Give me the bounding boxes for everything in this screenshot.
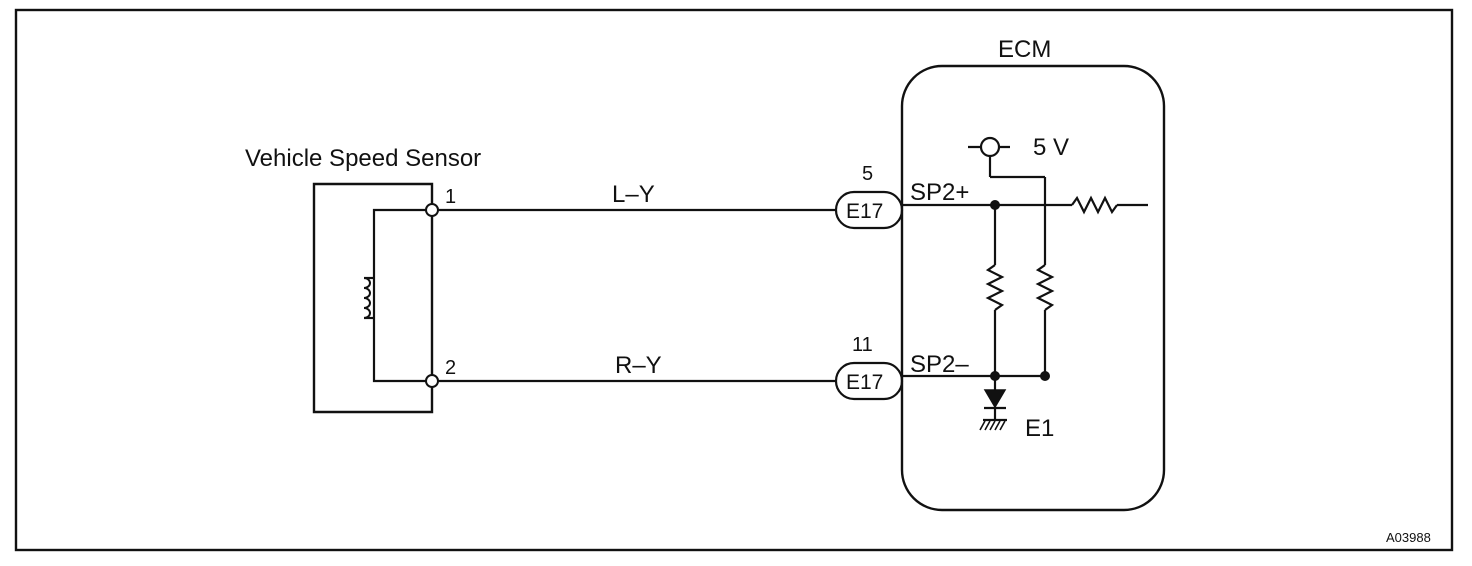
ecm-terminal-sp2-plus: SP2+	[910, 179, 969, 206]
ecm-terminal-sp2-minus: SP2–	[910, 351, 969, 378]
diode-icon	[983, 389, 1007, 409]
voltage-source-icon	[979, 136, 1001, 158]
ground-label: E1	[1025, 415, 1054, 442]
sensor-pin-1: 1	[445, 186, 456, 208]
ecm-box	[900, 64, 1166, 512]
figure-id: A03988	[1386, 530, 1431, 545]
ecm-circuit	[902, 136, 1148, 431]
sensor-terminal-1	[425, 203, 439, 217]
sensor-pin-2: 2	[445, 357, 456, 379]
resistor-series	[1071, 195, 1118, 215]
connector-label-lower: E17	[846, 371, 883, 394]
resistor-pull-right	[1035, 264, 1055, 311]
ground-icon	[979, 418, 1007, 431]
supply-voltage-label: 5 V	[1033, 134, 1069, 161]
sensor-title: Vehicle Speed Sensor	[245, 145, 481, 172]
ecm-title: ECM	[998, 36, 1051, 63]
wire-label-l-y: L–Y	[612, 181, 655, 208]
diagram-frame	[14, 8, 1454, 552]
vehicle-speed-sensor	[312, 182, 439, 414]
resistor-pull-left	[985, 264, 1005, 311]
connector-pin-11: 11	[852, 334, 873, 356]
connector-label-upper: E17	[846, 200, 883, 223]
coil-icon	[363, 276, 374, 320]
connector-pin-5: 5	[862, 163, 873, 185]
sensor-terminal-2	[425, 374, 439, 388]
wire-label-r-y: R–Y	[615, 352, 662, 379]
